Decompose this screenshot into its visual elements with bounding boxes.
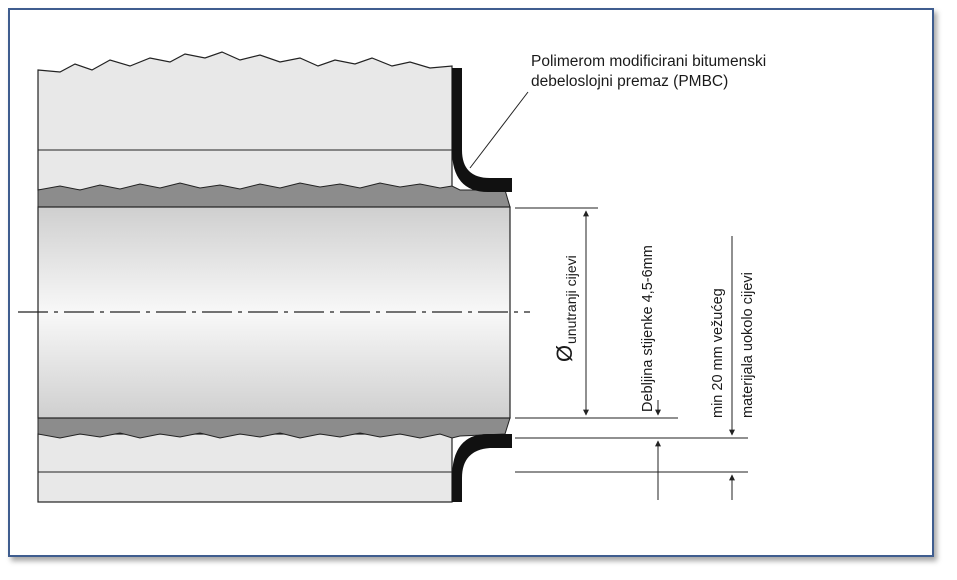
pmbc-coating-lower [452,434,512,502]
pipe-wall-upper [37,182,511,208]
diameter-symbol: Ø [552,345,577,362]
concrete-lower [37,433,453,503]
coating-leader-line [469,91,529,169]
diameter-label: Ø unutranji cijevi [552,255,579,362]
diameter-subscript: unutranji cijevi [563,255,579,344]
coating-label-line1: Polimerom modificirani bitumenski [531,53,766,70]
pmbc-coating-upper [452,68,512,192]
concrete-upper [37,51,453,191]
wall-thickness-label: Debljina stijenke 4,5-6mm [640,245,656,412]
min-cover-label-line1: min 20 mm vežućeg [710,288,726,418]
min-cover-label-line2: materijala uokolo cijevi [740,272,756,418]
coating-label-line2: debeloslojni premaz (PMBC) [531,73,728,90]
pipe-wall-lower [37,417,511,439]
